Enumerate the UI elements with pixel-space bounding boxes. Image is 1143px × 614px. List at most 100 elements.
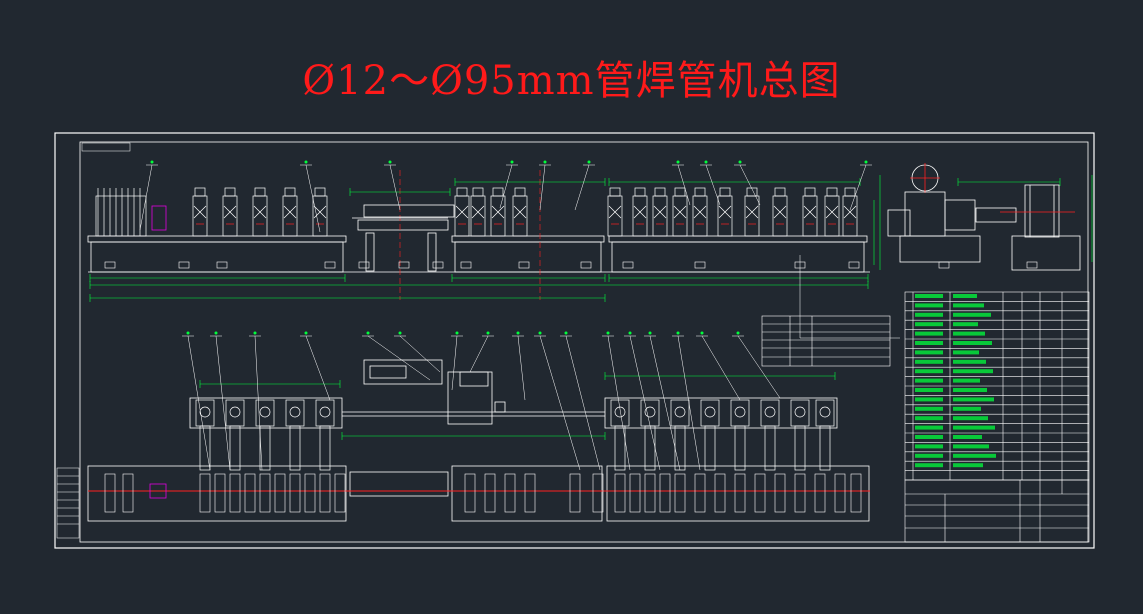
table-text-mark [953,416,988,421]
table-text-mark [953,406,981,411]
table-text-mark [953,322,978,327]
table-text-mark [915,359,943,364]
motor-icon [694,473,706,513]
table-text-mark [915,331,943,336]
roll-stand-icon [312,187,328,237]
roll-stand-icon [470,187,486,237]
leader-circle-icon [186,331,190,335]
leader-circle-icon [736,331,740,335]
leader-line [849,160,872,211]
tech-note-table [761,315,891,367]
motor-icon [214,473,226,513]
roll-stand-icon [192,187,208,237]
table-text-mark [953,378,980,383]
motor-icon [774,473,786,513]
leader-circle-icon [304,331,308,335]
motor-icon [629,473,641,513]
motor-icon [259,473,271,513]
roll-stand-icon [252,187,268,237]
table-text-mark [915,303,943,308]
roll-stand-icon [842,187,858,237]
leader-circle-icon [564,331,568,335]
foot-marker [324,261,336,269]
leader-line [732,331,781,399]
motor-icon [674,473,686,513]
motor-icon [122,473,134,513]
leader-circle-icon [738,160,742,164]
plan-roll-unit [315,399,335,471]
leader-circle-icon [606,331,610,335]
foot-marker [1026,261,1038,269]
foot-marker [460,261,472,269]
table-text-mark [915,463,943,468]
roll-stand-icon [772,187,788,237]
foot-marker [622,261,634,269]
roll-stand-icon [744,187,760,237]
leader-line [300,331,331,401]
table-text-mark [915,406,943,411]
table-text-mark [915,444,943,449]
foot-marker [358,261,370,269]
motor-icon [334,473,346,513]
leader-line [560,331,601,471]
motor-icon [754,473,766,513]
roll-stand-icon [607,187,623,237]
leader-line [469,331,494,373]
leader-circle-icon [388,160,392,164]
leader-line [534,331,581,471]
lower-bed-plan [87,205,870,522]
plan-roll-unit [610,399,630,471]
motor-icon [289,473,301,513]
motor-icon [659,473,671,513]
table-text-mark [953,359,986,364]
leader-circle-icon [648,331,652,335]
foot-marker [848,261,860,269]
motor-icon [592,473,604,513]
leader-circle-icon [304,160,308,164]
foot-marker [580,261,592,269]
leader-line [696,331,741,401]
leader-line [672,331,701,471]
motor-icon [484,473,496,513]
plan-roll-unit [285,399,305,471]
leader-line [182,331,211,471]
table-text-mark [915,397,943,402]
plan-view-rails [189,359,838,429]
leader-line [512,331,526,401]
leader-circle-icon [510,160,514,164]
table-text-mark [953,444,989,449]
leader-line [602,331,631,471]
leader-circle-icon [486,331,490,335]
plan-roll-unit [730,399,750,471]
table-text-mark [915,312,943,317]
leader-line [362,331,431,381]
plan-roll-units [195,399,835,471]
leader-lines [139,160,900,471]
roll-stand-icon [802,187,818,237]
leader-line [249,331,263,471]
table-text-mark [915,453,943,458]
leader-circle-icon [864,160,868,164]
motor-icon [274,473,286,513]
table-text-mark [915,416,943,421]
drawing-title: Ø12～Ø95mm管焊管机总图 [302,58,841,104]
motor-icon [614,473,626,513]
leader-circle-icon [587,160,591,164]
plan-roll-unit [700,399,720,471]
foot-marker [398,261,410,269]
plan-roll-unit [640,399,660,471]
roll-stand-icon [222,187,238,237]
foot-marker [178,261,190,269]
leader-circle-icon [704,160,708,164]
plan-roll-unit [195,399,215,471]
leader-line [451,331,463,391]
motor-icon [794,473,806,513]
motor-icon [834,473,846,513]
table-text-mark [953,331,985,336]
table-text-mark [953,369,993,374]
roll-stand-icon [824,187,840,237]
leader-line [394,331,441,373]
plan-roll-unit [255,399,275,471]
roll-stand-icon [282,187,298,237]
